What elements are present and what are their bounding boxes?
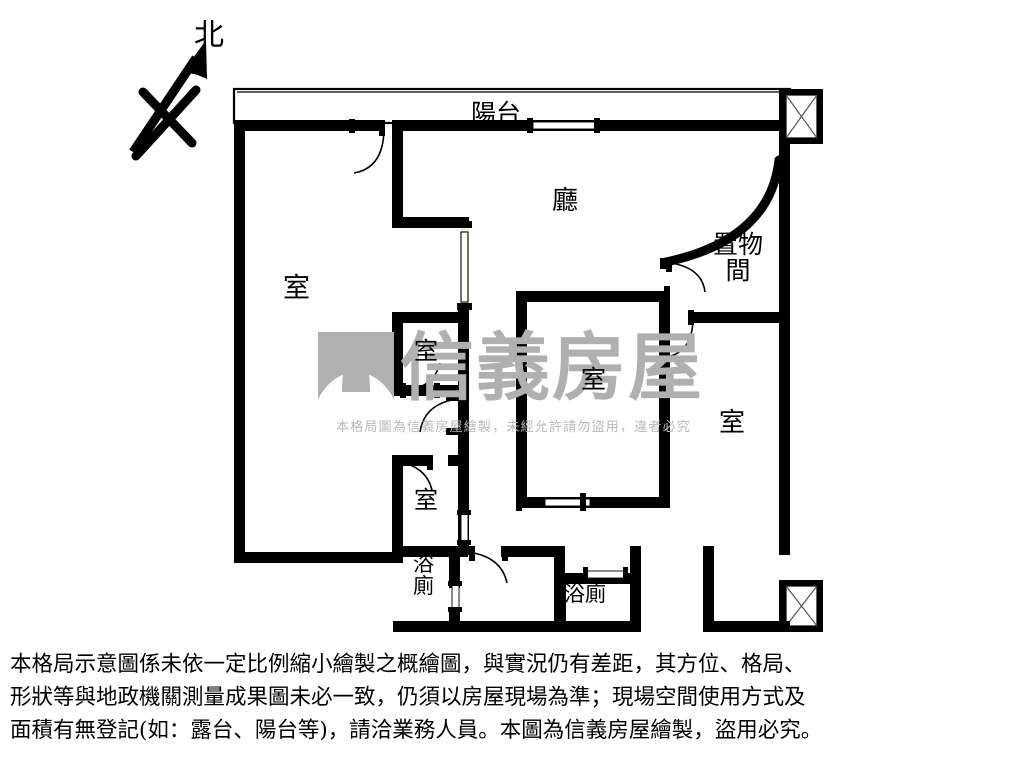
sliding-door-icon [457,221,472,310]
room-label-bath-left: 浴 廁 [413,552,434,599]
disclaimer-line-3: 面積有無登記(如：露台、陽台等)，請洽業務人員。本圖為信義房屋繪製，盜用必究。 [10,718,823,743]
room-label-room-mid-upper: 室 [414,337,438,365]
room-label-room-right: 室 [719,408,746,438]
floor-plan-drawing [129,40,823,632]
room-label-bath-right: 浴廁 [564,582,606,606]
interior-walls [392,120,780,632]
north-arrow-icon [129,40,207,161]
room-label-living-room: 廳 [552,186,579,216]
disclaimer-line-2: 形狀等與地政機關測量成果圖未必一致，仍須以房屋現場為準；現場空間使用方式及 [10,685,806,710]
windows [448,118,628,612]
disclaimer-text: 本格局示意圖係未依一定比例縮小繪製之概繪圖，與實況仍有差距，其方位、格局、 形狀… [0,648,1024,747]
room-label-room-mid-lower: 室 [414,486,438,514]
room-label-room-center: 室 [581,365,607,394]
room-label-storage-room: 置物 間 [713,230,764,286]
room-label-room-left: 室 [283,273,310,304]
structural-walls [234,89,823,632]
compass-north-label: 北 [194,18,224,53]
floor-plan-canvas: 信義房屋 本格局圖為信義房屋繪製，未經允許請勿盜用，違者必究 北 陽台廳置物 間… [129,18,823,632]
swing-doors [349,119,706,584]
main-entry-door-icon [660,155,784,269]
room-label-balcony: 陽台 [471,99,522,128]
disclaimer-line-1: 本格局示意圖係未依一定比例縮小繪製之概繪圖，與實況仍有差距，其方位、格局、 [10,652,806,677]
